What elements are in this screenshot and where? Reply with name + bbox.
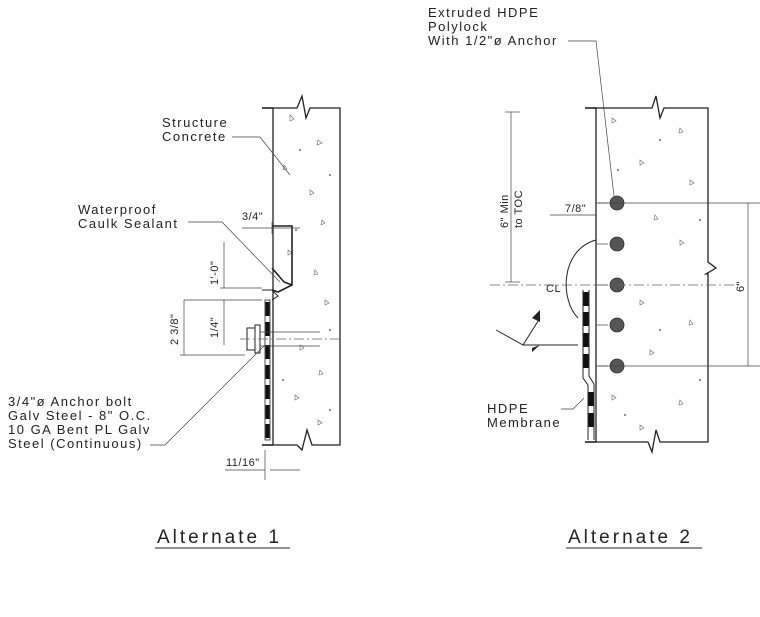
alt2-membrane [565,239,597,440]
alt1-plate-lip [262,289,279,301]
alt1-dim-top: 3/4" [242,211,263,223]
alt1-label-anchor-line3: 10 GA Bent PL Galv [8,422,151,437]
alt1-dim-2-3-8: 2 3/8" [169,314,181,345]
alt2-concrete-wall [595,95,718,455]
alt2-label-membrane-line2: Membrane [487,415,561,430]
alt1-label-caulk-line1: Waterproof [78,202,157,217]
alt1-leaders [150,136,291,446]
alt2-aggregate-pattern [611,117,702,431]
alt2-title: Alternate 2 [568,527,693,548]
alt2-centerline-label: CL [546,283,561,295]
alt1-dim-quarter: 1/4" [209,317,221,338]
polylock-anchor-4 [609,317,625,333]
alt1-label-structure-line1: Structure [162,115,228,130]
alt2-leaders [561,40,615,410]
alt1-concrete-wall [272,93,341,452]
alt2-label-polylock-line3: With 1/2"ø Anchor [428,33,558,48]
alt1-label-caulk-line2: Caulk Sealant [78,216,178,231]
alt1-anchor-bolt [240,324,340,354]
alt1-title: Alternate 1 [157,527,282,548]
alt2-section-cut [495,310,578,352]
alt1-membrane [264,299,271,441]
alt1-dim-bottom: 11/16" [226,457,260,469]
alt1-aggregate-pattern [281,114,332,426]
alt2-label-polylock-line1: Extruded HDPE [428,5,539,20]
alt1-label-anchor-line1: 3/4"ø Anchor bolt [8,394,133,409]
alt2-dim-6: 6" [735,281,747,292]
alt2-label-polylock-line2: Polylock [428,19,488,34]
alt1-label-anchor-line4: Steel (Continuous) [8,436,143,451]
alternate-1-detail: Structure Concrete Waterproof Caulk Seal… [8,93,341,549]
alt1-caulk-sealant [271,267,293,286]
alt2-dim-min-line2: to TOC [513,190,525,228]
alternate-2-detail: CL 6" Min to TOC 7/8" 6" Extruded HDPE P… [428,5,760,549]
alt1-label-structure-line2: Concrete [162,129,227,144]
polylock-anchor-2 [609,236,625,252]
alt1-dimensions [180,222,300,480]
alt1-dim-1ft: 1'-0" [209,261,221,285]
alt2-dimensions [505,111,760,367]
alt2-dim-min-line1: 6" Min [499,194,511,228]
alt2-dim-7-8: 7/8" [565,203,586,215]
alt2-label-membrane-line1: HDPE [487,401,529,416]
alt1-label-anchor-line2: Galv Steel - 8" O.C. [8,408,152,423]
